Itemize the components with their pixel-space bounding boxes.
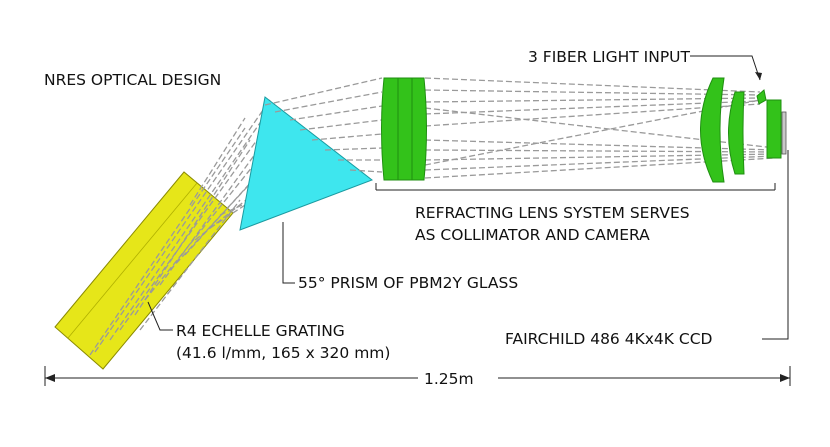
lens-system-label-line1: REFRACTING LENS SYSTEM SERVES — [415, 204, 690, 222]
ccd-label: FAIRCHILD 486 4Kx4K CCD — [505, 330, 713, 348]
ray-bundle-prism-lens — [264, 77, 383, 173]
ccd-detector — [781, 111, 787, 155]
grating-label-line1: R4 ECHELLE GRATING — [176, 322, 345, 340]
prism — [239, 96, 374, 231]
scale-label: 1.25m — [424, 370, 474, 388]
fiber-input-label: 3 FIBER LIGHT INPUT — [528, 48, 691, 66]
annotation-lines — [44, 55, 791, 386]
lens-system-label-line2: AS COLLIMATOR AND CAMERA — [415, 226, 650, 244]
prism-label: 55° PRISM OF PBM2Y GLASS — [298, 274, 518, 292]
camera-lens-group — [700, 77, 782, 183]
title-label: NRES OPTICAL DESIGN — [44, 71, 221, 89]
collimator-lens — [381, 77, 427, 181]
grating-label-line2: (41.6 l/mm, 165 x 320 mm) — [176, 344, 390, 362]
